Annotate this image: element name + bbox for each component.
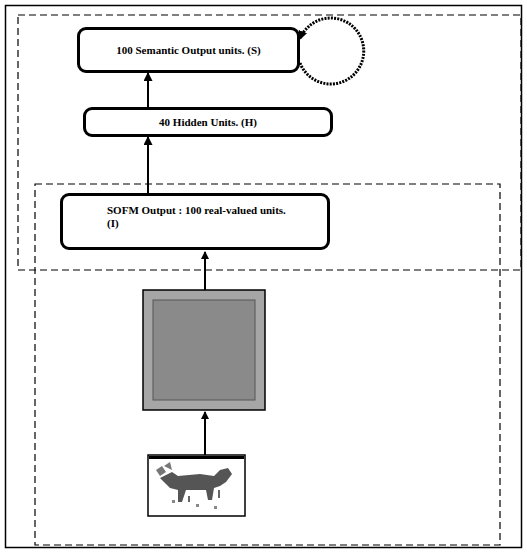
dashed-group	[35, 184, 500, 545]
layer-label: SOFM Output : 100 real-valued units. (I)	[107, 204, 297, 230]
layer-label: 40 Hidden Units. (H)	[94, 116, 322, 129]
feedforward-arrow	[147, 73, 149, 107]
layer-label: 100 Semantic Output units. (S)	[88, 44, 289, 57]
hidden-layer-box: 40 Hidden Units. (H)	[83, 107, 333, 137]
input-arrow	[204, 412, 206, 455]
recurrent-loop	[300, 18, 364, 84]
outer-frame	[6, 6, 522, 548]
dashed-group	[18, 15, 521, 270]
moose-image	[148, 455, 245, 516]
feedforward-arrow	[147, 137, 149, 193]
input-arrow	[204, 252, 206, 290]
sofm-layer-box: SOFM Output : 100 real-valued units. (I)	[60, 193, 330, 250]
monitor-icon	[143, 290, 265, 410]
semantic-layer-box: 100 Semantic Output units. (S)	[77, 27, 300, 73]
